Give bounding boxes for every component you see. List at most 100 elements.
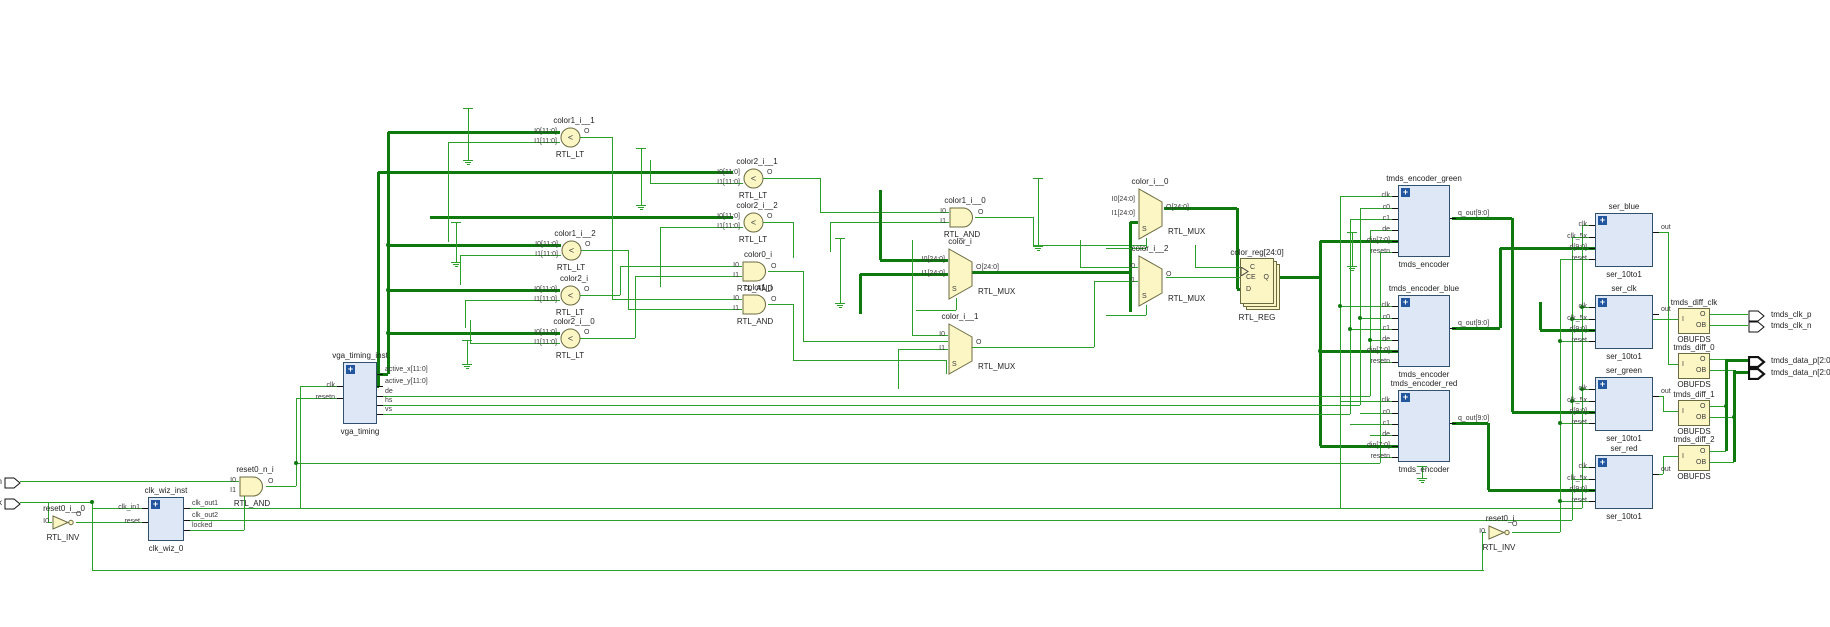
instance-label: color_i: [948, 237, 972, 246]
port-tmds_data_n[2:0][interactable]: [1747, 367, 1766, 381]
port-i1: I1: [940, 218, 946, 225]
port-q_out[9:0]: q_out[9:0]: [1458, 320, 1490, 327]
net-junction-dot: [1732, 415, 1736, 419]
net-wire: [1653, 232, 1668, 233]
comp-color1_i[interactable]: [742, 294, 769, 315]
port-c1: c1: [1382, 325, 1390, 332]
port-tmds_data_p[2:0]-shape[interactable]: [1747, 355, 1766, 369]
comp-color1_i__1[interactable]: <: [560, 127, 581, 148]
comp-color1_i__1-shape[interactable]: <: [560, 127, 581, 148]
port-reset: reset: [1571, 255, 1587, 262]
comp-color_i__0[interactable]: [1138, 188, 1164, 240]
net-wire: [1572, 479, 1595, 480]
expand-plus-icon[interactable]: +: [1598, 215, 1607, 225]
port-tmds_clk_n-shape[interactable]: [1748, 321, 1766, 333]
expand-plus-icon[interactable]: +: [1598, 457, 1607, 467]
comp-color_i[interactable]: [948, 248, 974, 300]
comp-color2_i__2-shape[interactable]: <: [743, 212, 764, 233]
comp-tmds_encoder_red[interactable]: [1398, 390, 1450, 462]
port-d[9:0]: d[9:0]: [1569, 244, 1587, 251]
output-port-label: tmds_clk_p: [1771, 310, 1812, 319]
comp-color_i-shape[interactable]: [948, 248, 974, 300]
pin-stub: [1589, 341, 1595, 342]
comp-reset0_n_i[interactable]: [239, 476, 266, 497]
net-wire: [898, 349, 899, 389]
port-s: S: [1142, 293, 1147, 300]
comp-tmds_diff_2[interactable]: [1678, 445, 1710, 471]
comp-color2_i__1[interactable]: <: [743, 168, 764, 189]
expand-plus-icon[interactable]: +: [1401, 297, 1410, 307]
net-wire: [1582, 467, 1595, 468]
comp-reset0_n_i-shape[interactable]: [239, 476, 266, 497]
gnd-icon: [835, 303, 845, 304]
comp-color_i__1-shape[interactable]: [948, 323, 974, 375]
comp-color_i__2-shape[interactable]: [1138, 255, 1164, 307]
port-i: I: [1682, 361, 1684, 368]
const-stem: [1038, 178, 1039, 246]
comp-reset0_i[interactable]: [1488, 525, 1512, 541]
comp-color1_i__0-shape[interactable]: [949, 207, 976, 228]
port-reset: reset: [1571, 419, 1587, 426]
expand-plus-icon[interactable]: +: [151, 499, 160, 509]
instance-label: reset0_i__0: [43, 504, 85, 513]
port-tmds_data_n[2:0]-shape[interactable]: [1747, 367, 1766, 381]
port-out: out: [1661, 306, 1671, 313]
expand-plus-icon[interactable]: +: [1598, 297, 1607, 307]
net-wire: [430, 216, 733, 219]
expand-plus-icon[interactable]: +: [1401, 187, 1410, 197]
comp-color1_i__2-shape[interactable]: <: [561, 240, 582, 261]
comp-color0_i[interactable]: [742, 261, 769, 282]
net-wire: [1668, 232, 1669, 364]
port-d[9:0]: d[9:0]: [1569, 486, 1587, 493]
port-vs: vs: [385, 406, 392, 413]
comp-color1_i__2[interactable]: <: [561, 240, 582, 261]
port-tmds_data_p[2:0][interactable]: [1747, 355, 1766, 369]
comp-reset0_i-shape[interactable]: [1488, 525, 1512, 541]
comp-tmds_diff_0[interactable]: [1678, 353, 1710, 379]
net-wire: [448, 142, 449, 242]
port-o: O[24:0]: [1166, 204, 1189, 211]
comp-color_i__0-shape[interactable]: [1138, 188, 1164, 240]
comp-color_i__1[interactable]: [948, 323, 974, 375]
net-wire: [1572, 237, 1573, 520]
net-wire: [377, 172, 380, 386]
comp-color2_i__0-shape[interactable]: <: [560, 328, 581, 349]
comp-color_i__2[interactable]: [1138, 255, 1164, 307]
type-label: tmds_encoder: [1398, 465, 1450, 474]
port-i1: I1[11:0]: [534, 138, 557, 145]
comp-color2_i__2[interactable]: <: [743, 212, 764, 233]
port-q_out[9:0]: q_out[9:0]: [1458, 415, 1490, 422]
net-wire: [1340, 196, 1341, 508]
comp-tmds_diff_clk[interactable]: [1678, 308, 1710, 334]
port-input[interactable]: [4, 476, 22, 489]
port-i0: I0: [939, 331, 945, 338]
port-input-shape[interactable]: [4, 498, 22, 510]
comp-tmds_diff_1[interactable]: [1678, 400, 1710, 426]
port-tmds_clk_p[interactable]: [1748, 309, 1766, 322]
comp-color2_i-shape[interactable]: <: [560, 285, 581, 306]
comp-color0_i-shape[interactable]: [742, 261, 769, 282]
comp-color1_i-shape[interactable]: [742, 294, 769, 315]
comp-tmds_encoder_blue[interactable]: [1398, 295, 1450, 367]
net-wire: [620, 266, 621, 295]
port-o: O: [585, 241, 591, 248]
expand-plus-icon[interactable]: +: [1401, 392, 1410, 402]
comp-tmds_encoder_green[interactable]: [1398, 185, 1450, 257]
port-o: O: [584, 329, 590, 336]
expand-plus-icon[interactable]: +: [346, 364, 355, 374]
comp-reset0_i__0-shape[interactable]: [52, 515, 76, 531]
comp-color2_i__1-shape[interactable]: <: [743, 168, 764, 189]
pin-stub: [337, 398, 343, 399]
comp-color_reg[24:0][interactable]: [1240, 258, 1274, 304]
port-input[interactable]: [4, 497, 22, 510]
port-clk_5x: clk_5x: [1567, 315, 1587, 322]
comp-reset0_i__0[interactable]: [52, 515, 76, 531]
port-tmds_clk_n[interactable]: [1748, 320, 1766, 333]
comp-color2_i[interactable]: <: [560, 285, 581, 306]
port-input-shape[interactable]: [4, 477, 22, 489]
expand-plus-icon[interactable]: +: [1598, 379, 1607, 389]
comp-color2_i__0[interactable]: <: [560, 328, 581, 349]
comp-color1_i__0[interactable]: [949, 207, 976, 228]
gnd-icon: [1419, 480, 1425, 481]
port-tmds_clk_p-shape[interactable]: [1748, 310, 1766, 322]
